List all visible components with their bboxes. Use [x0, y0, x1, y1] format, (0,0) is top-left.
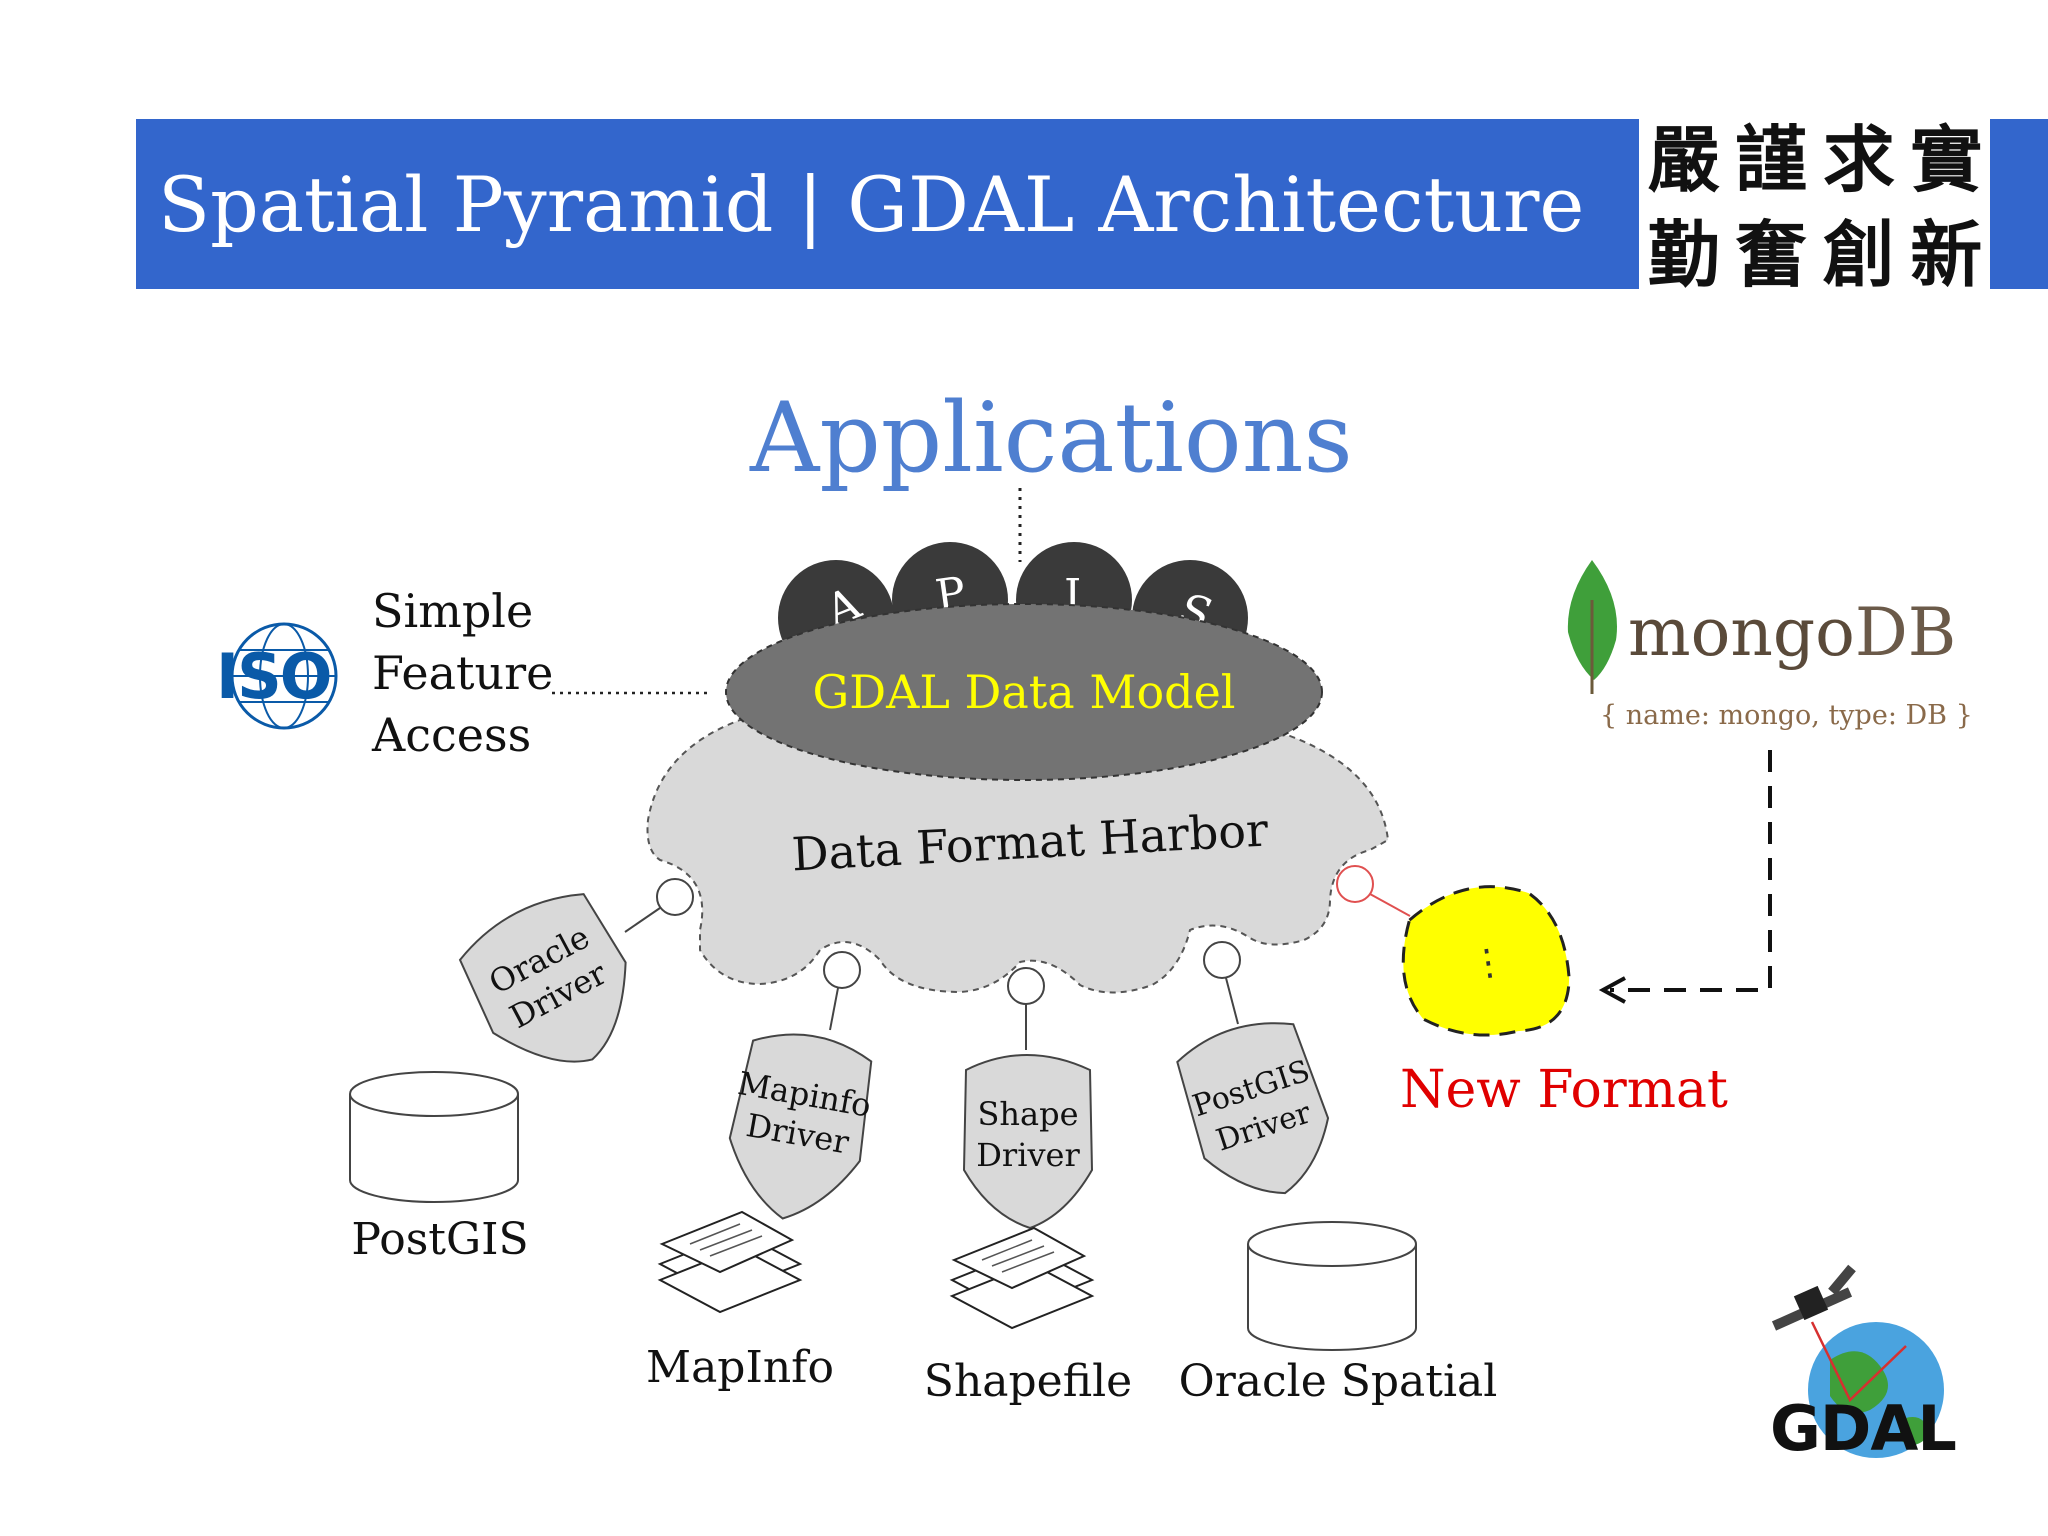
- iso-logo-text: ISO: [216, 640, 332, 713]
- postgis-database-icon: [349, 1071, 519, 1203]
- oracle-spatial-database-icon: [1247, 1221, 1417, 1351]
- connector-new-format: [1369, 893, 1411, 917]
- motto-char: 勤: [1647, 211, 1720, 297]
- driver-mapinfo: Mapinfo Driver: [728, 1033, 874, 1220]
- datastore-label: PostGIS: [351, 1214, 528, 1265]
- new-format-driver: ⋮: [1401, 885, 1571, 1037]
- motto-char: 新: [1910, 211, 1983, 297]
- mapinfo-files-icon: [657, 1210, 803, 1314]
- datastore-label: MapInfo: [646, 1342, 834, 1393]
- connector-postgis: [1225, 977, 1239, 1025]
- socket-new-format: [1336, 865, 1374, 903]
- mongo-arrow: [1610, 750, 1772, 992]
- gdal-data-model: [725, 603, 1323, 781]
- sfa-line: Access: [372, 708, 532, 762]
- driver-shape: Shape Driver: [962, 1054, 1094, 1230]
- socket-postgis: [1203, 941, 1241, 979]
- simple-feature-access-label: Simple Feature Access: [372, 580, 553, 766]
- mongo-arrowhead: [1598, 976, 1626, 1004]
- iso-globe-icon: [230, 622, 338, 730]
- socket-oracle: [656, 878, 694, 916]
- sfa-line: Feature: [372, 646, 554, 700]
- mongodb-logo-text: mongoDB: [1628, 594, 1956, 671]
- mongodb-json-example: { name: mongo, type: DB }: [1600, 700, 1973, 731]
- data-format-harbor: [646, 716, 1390, 994]
- driver-sockets: [624, 865, 1411, 1050]
- motto-char: 求: [1822, 116, 1895, 202]
- title-bar-strip: [1990, 119, 2048, 289]
- data-model-label: GDAL Data Model: [812, 665, 1235, 719]
- new-format-label: New Format: [1400, 1060, 1728, 1120]
- driver-oracle: Oracle Driver: [458, 893, 627, 1063]
- motto-char: 嚴: [1647, 116, 1720, 202]
- connector-mapinfo: [829, 987, 839, 1031]
- gdal-logo-icon: [1771, 1264, 1944, 1458]
- driver-postgis: PostGIS Driver: [1176, 1022, 1330, 1195]
- motto-char: 謹: [1735, 116, 1808, 202]
- applications-label: Applications: [750, 382, 1353, 494]
- page-title: Spatial Pyramid | GDAL Architecture: [158, 160, 1585, 249]
- connector-oracle: [624, 907, 661, 933]
- sfa-line: Simple: [372, 584, 534, 638]
- motto-char: 創: [1822, 211, 1895, 297]
- socket-mapinfo: [823, 951, 861, 989]
- driver-label: Shape: [977, 1095, 1078, 1133]
- new-driver-symbol: ⋮: [1468, 940, 1509, 986]
- shapefile-files-icon: [949, 1226, 1095, 1330]
- title-bar: [136, 119, 1639, 289]
- calligraphy-motto: 嚴 謹 求 實 勤 奮 創 新: [1640, 112, 1990, 302]
- gdal-logo-text: GDAL: [1770, 1392, 1957, 1465]
- socket-shape: [1007, 967, 1045, 1005]
- datastore-label: Oracle Spatial: [1179, 1356, 1498, 1407]
- driver-label: Driver: [976, 1136, 1080, 1174]
- motto-char: 實: [1910, 116, 1983, 202]
- mongodb-word-a: mongo: [1628, 594, 1855, 671]
- motto-char: 奮: [1735, 211, 1808, 297]
- mongodb-word-b: DB: [1854, 594, 1957, 671]
- datastore-label: Shapefile: [924, 1356, 1132, 1407]
